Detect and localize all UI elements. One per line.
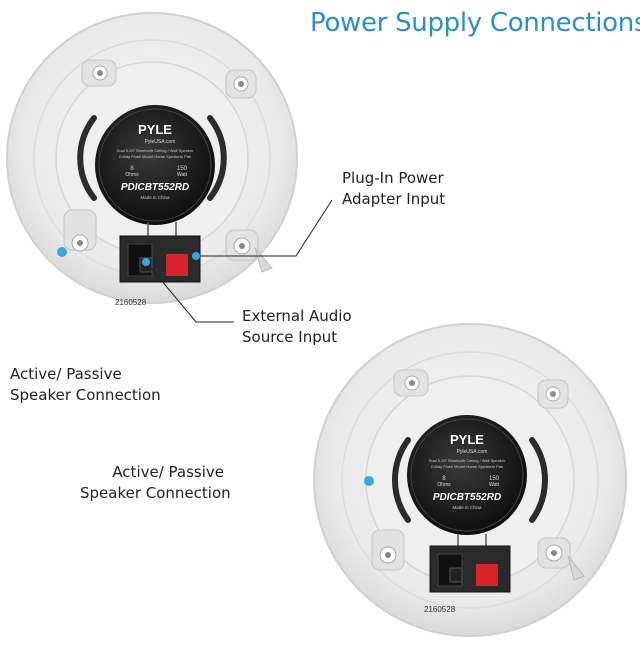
- callout-dot: [192, 252, 200, 260]
- model-text: PDICBT552RD: [121, 182, 189, 193]
- watt-value: 150: [177, 166, 188, 172]
- callout-lines: [145, 199, 333, 323]
- desc-text: 2-Way Flush Mount Home Speakers Pair: [119, 154, 192, 159]
- mount-clamp: [393, 369, 429, 397]
- label-line: Active/ Passive: [10, 365, 122, 383]
- mount-clamp: [63, 209, 97, 252]
- watt-value: 150: [489, 476, 500, 482]
- made-in-text: Made in China: [452, 505, 482, 510]
- plug-in-power-label: Plug-In Power Adapter Input: [342, 168, 445, 210]
- watt-unit: Watt: [489, 482, 500, 488]
- label-line: Speaker Connection: [80, 484, 231, 502]
- serial-text: 2160528: [115, 298, 147, 307]
- desc-text: Dual 5.25" Bluetooth Ceiling / Wall Spea…: [117, 148, 195, 153]
- ohms-unit: Ohms: [125, 172, 139, 178]
- external-audio-label: External Audio Source Input: [242, 306, 352, 348]
- brand-text: PYLE: [138, 122, 172, 137]
- label-line: Adapter Input: [342, 190, 446, 208]
- page-title: Power Supply Connections: [310, 8, 640, 38]
- brand-text: PYLE: [450, 432, 484, 447]
- speaker-magnet: [407, 415, 527, 535]
- watt-unit: Watt: [177, 172, 188, 178]
- site-text: PyleUSA.com: [145, 139, 176, 145]
- mount-clamp: [225, 69, 257, 99]
- model-text: PDICBT552RD: [433, 492, 501, 503]
- desc-text: 2-Way Flush Mount Home Speakers Pair: [431, 464, 504, 469]
- speaker-top: PYLE PyleUSA.com Dual 5.25" Bluetooth Ce…: [6, 12, 298, 307]
- ohms-unit: Ohms: [437, 482, 451, 488]
- desc-text: Dual 5.25" Bluetooth Ceiling / Wall Spea…: [429, 458, 507, 463]
- active-passive-label-bottom: Active/ Passive Speaker Connection: [80, 462, 231, 504]
- callout-dot: [364, 476, 374, 486]
- callout-dot: [57, 247, 67, 257]
- mount-clamp: [81, 59, 117, 87]
- active-passive-label-top: Active/ Passive Speaker Connection: [10, 364, 161, 406]
- mount-clamp: [371, 529, 405, 571]
- mount-clamp: [225, 229, 273, 273]
- red-terminal: [166, 254, 188, 276]
- label-line: Plug-In Power: [342, 169, 444, 187]
- mount-clamp: [537, 379, 569, 409]
- site-text: PyleUSA.com: [457, 449, 488, 455]
- label-line: Speaker Connection: [10, 386, 161, 404]
- label-line: Active/ Passive: [112, 463, 224, 481]
- label-line: Source Input: [242, 328, 338, 346]
- callout-dot: [142, 258, 150, 266]
- speaker-magnet: [95, 105, 215, 225]
- mount-clamp: [537, 537, 585, 581]
- terminal-block: [429, 534, 511, 593]
- terminal-block: [119, 222, 201, 283]
- ohms-value: 8: [442, 476, 446, 482]
- ohms-value: 8: [130, 166, 134, 172]
- speaker-bottom: PYLE PyleUSA.com Dual 5.25" Bluetooth Ce…: [313, 323, 627, 637]
- red-terminal: [476, 564, 498, 586]
- label-line: External Audio: [242, 307, 352, 325]
- serial-text: 2160528: [424, 605, 456, 614]
- made-in-text: Made in China: [140, 195, 170, 200]
